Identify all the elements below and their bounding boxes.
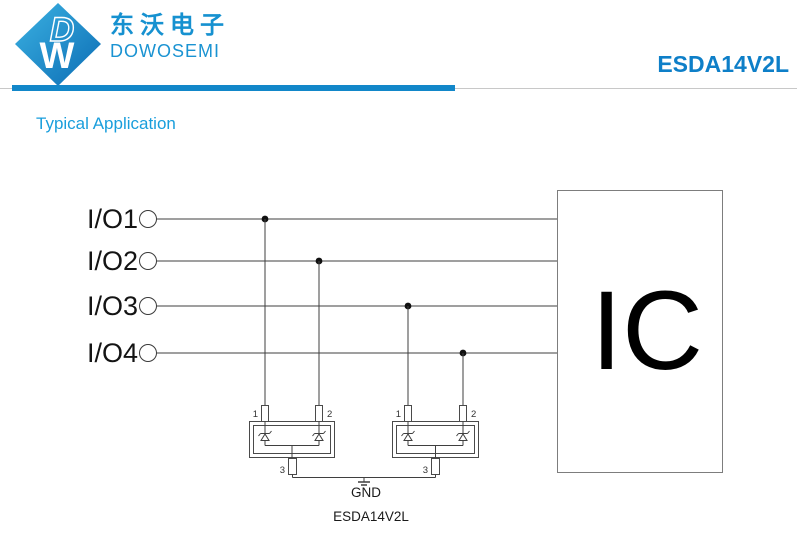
application-circuit-diagram: I/O1 I/O2 I/O3 I/O4 IC [87,190,723,524]
tvs-package-2: 1 2 3 [392,405,479,478]
pkg2-pin1-lead [404,405,412,422]
brand-text: 东沃电子 DOWOSEMI [110,13,230,61]
tvs-diode-icon [401,421,415,446]
pkg2-pin3-number: 3 [423,465,428,476]
ground-symbol-icon [358,477,370,486]
pkg1-pin2-number: 2 [327,409,332,420]
section-title: Typical Application [36,114,176,133]
tvs-diode-icon [312,421,326,446]
pkg1-pin1-lead [261,405,269,422]
pkg2-pin2-number: 2 [471,409,476,420]
io3-terminal [139,297,157,315]
part-number: ESDA14V2L [657,51,789,77]
pkg1-pin1-number: 1 [253,409,258,420]
io1-terminal [139,210,157,228]
io4-label: I/O4 [87,338,138,368]
logo-diamond [15,3,101,86]
pkg1-pin3-number: 3 [280,465,285,476]
header: D W 东沃电子 DOWOSEMI ESDA14V2L [0,0,797,92]
pkg1-pin3-lead [288,458,297,475]
io4-terminal [139,344,157,362]
gnd-label: GND [351,485,381,500]
pkg1-pin2-lead [315,405,323,422]
ic-label: IC [591,268,703,393]
pkg2-pin3-lead [431,458,440,475]
io2-label: I/O2 [87,246,138,276]
tvs-diode-icon [456,421,470,446]
brand-name-latin: DOWOSEMI [110,41,220,61]
io2-terminal [139,252,157,270]
logo-monogram-w: W [40,35,75,76]
brand-name-chinese: 东沃电子 [110,12,230,39]
tvs-package-1: 1 2 3 [249,405,335,478]
pkg2-pin1-number: 1 [396,409,401,420]
logo-monogram-d: D [50,11,75,49]
device-label: ESDA14V2L [333,509,409,524]
io1-label: I/O1 [87,204,138,234]
company-logo-icon: D W [15,3,101,86]
pkg2-pin2-lead [459,405,467,422]
ic-box [557,190,723,473]
tvs-diode-icon [258,421,272,446]
io3-label: I/O3 [87,291,138,321]
header-divider-accent-bar [12,85,455,91]
